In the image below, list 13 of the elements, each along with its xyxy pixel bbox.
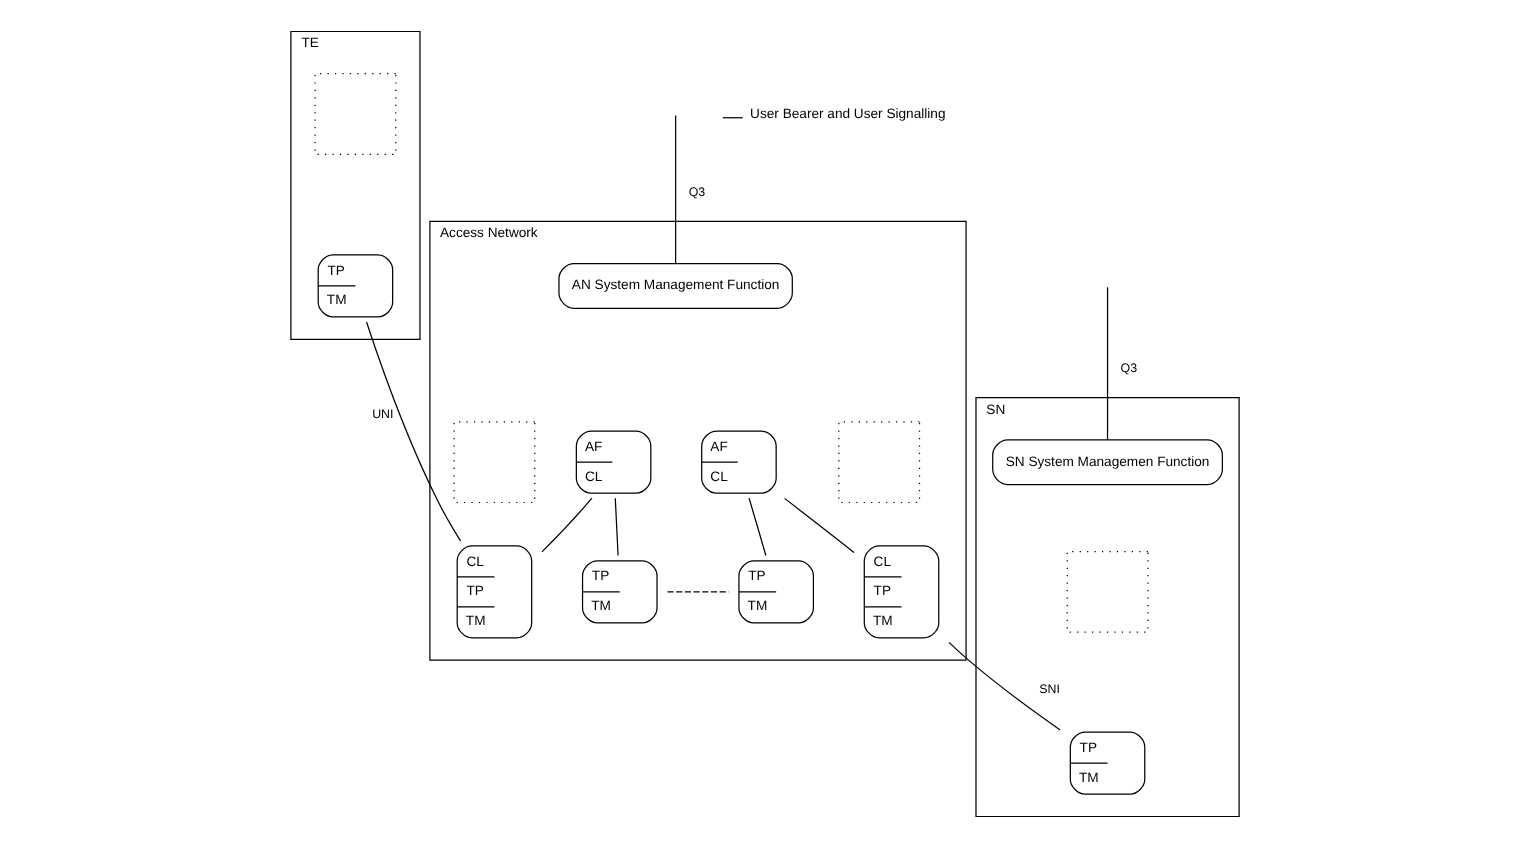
node-box <box>837 421 920 504</box>
connector <box>747 497 766 557</box>
connector <box>364 321 461 542</box>
connector <box>613 497 618 557</box>
connector <box>783 497 854 554</box>
connector <box>665 591 729 593</box>
connector <box>947 641 1060 731</box>
connector <box>1105 286 1108 441</box>
node-box <box>313 73 396 155</box>
connector <box>674 114 676 265</box>
connector <box>540 497 592 553</box>
node-box <box>452 421 535 504</box>
node-box <box>1065 550 1148 633</box>
